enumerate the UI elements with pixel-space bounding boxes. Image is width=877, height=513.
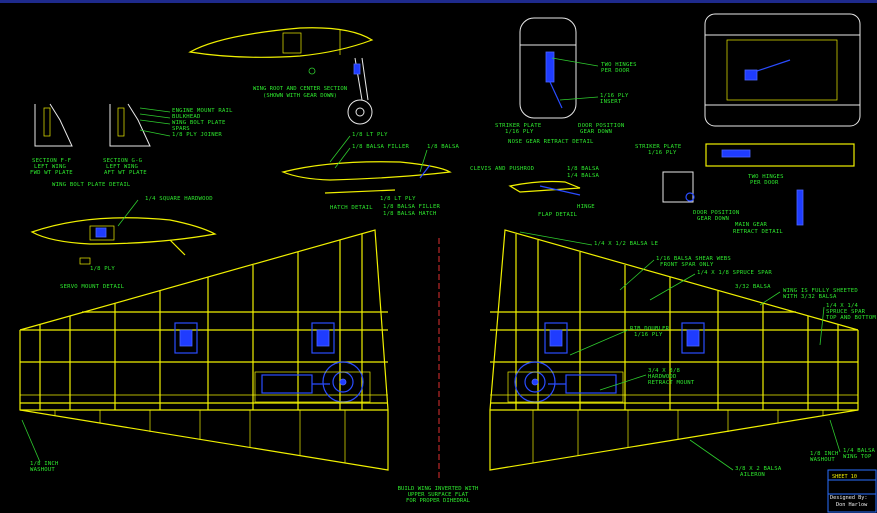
label-group: WING ROOT AND CENTER SECTION (SHOWN WITH… — [30, 62, 876, 504]
svg-text:WING ROOT AND CENTER SECTION: WING ROOT AND CENTER SECTION — [253, 86, 347, 92]
svg-text:PER DOOR: PER DOOR — [750, 180, 779, 186]
svg-text:STRIKER PLATE: STRIKER PLATE — [635, 144, 682, 150]
svg-text:INSERT: INSERT — [600, 99, 622, 105]
left-wing-panel — [19, 229, 389, 471]
svg-text:SECTION G-G: SECTION G-G — [103, 158, 143, 164]
svg-text:LEFT WING: LEFT WING — [106, 164, 139, 170]
svg-text:GEAR DOWN: GEAR DOWN — [697, 216, 729, 222]
svg-text:1/4 BALSA: 1/4 BALSA — [567, 173, 600, 179]
svg-text:BUILD WING INVERTED WITH: BUILD WING INVERTED WITH — [398, 486, 479, 492]
svg-text:1/8 LT PLY: 1/8 LT PLY — [380, 196, 416, 202]
svg-text:3/32 BALSA: 3/32 BALSA — [735, 284, 771, 290]
svg-text:FOR PROPER DIHEDRAL: FOR PROPER DIHEDRAL — [406, 498, 471, 504]
svg-text:1/4 SQUARE HARDWOOD: 1/4 SQUARE HARDWOOD — [145, 196, 213, 202]
svg-text:CLEVIS AND PUSHROD: CLEVIS AND PUSHROD — [470, 166, 535, 172]
svg-text:MAIN GEAR: MAIN GEAR — [735, 222, 768, 228]
right-wing-panel — [489, 229, 859, 471]
svg-text:1/8 BALSA HATCH: 1/8 BALSA HATCH — [383, 211, 437, 217]
svg-text:1/8 PLY JOINER: 1/8 PLY JOINER — [172, 132, 222, 138]
nose-gear-retract-detail — [519, 17, 577, 119]
svg-text:1/4 X 1/4: 1/4 X 1/4 — [826, 303, 859, 309]
svg-text:TWO HINGES: TWO HINGES — [601, 62, 637, 68]
svg-text:1/8 INCH: 1/8 INCH — [30, 461, 59, 467]
svg-text:WING TOP: WING TOP — [843, 454, 872, 460]
svg-text:TOP AND BOTTOM: TOP AND BOTTOM — [826, 315, 876, 321]
svg-text:WING BOLT PLATE DETAIL: WING BOLT PLATE DETAIL — [52, 182, 131, 188]
svg-text:1/16 PLY: 1/16 PLY — [505, 129, 534, 135]
svg-text:SECTION F-F: SECTION F-F — [32, 158, 72, 164]
svg-text:Designed By:: Designed By: — [830, 495, 867, 501]
svg-text:1/8 BALSA FILLER: 1/8 BALSA FILLER — [383, 204, 441, 210]
svg-text:WASHOUT: WASHOUT — [810, 457, 835, 463]
svg-text:WASHOUT: WASHOUT — [30, 467, 55, 473]
svg-text:1/16 PLY: 1/16 PLY — [648, 150, 677, 156]
svg-text:RIB DOUBLER: RIB DOUBLER — [630, 326, 670, 332]
hatch-detail — [281, 161, 452, 194]
svg-text:FLAP DETAIL: FLAP DETAIL — [538, 212, 578, 218]
svg-text:HARDWOOD: HARDWOOD — [648, 374, 677, 380]
window-top-edge — [0, 0, 877, 3]
svg-text:BULKHEAD: BULKHEAD — [172, 114, 201, 120]
svg-text:ENGINE MOUNT RAIL: ENGINE MOUNT RAIL — [172, 108, 233, 114]
svg-text:STRIKER PLATE: STRIKER PLATE — [495, 123, 542, 129]
title-block: SHEET 10 Designed By: Don Harlow — [827, 469, 877, 513]
svg-text:RETRACT MOUNT: RETRACT MOUNT — [648, 380, 695, 386]
svg-text:3/8 X 2 BALSA: 3/8 X 2 BALSA — [735, 466, 782, 472]
svg-text:1/8 PLY: 1/8 PLY — [90, 266, 115, 272]
svg-text:1/4 BALSA: 1/4 BALSA — [843, 448, 876, 454]
svg-text:NOSE GEAR RETRACT DETAIL: NOSE GEAR RETRACT DETAIL — [508, 139, 594, 145]
section-ff-gg-detail — [34, 103, 151, 147]
svg-text:WING BOLT PLATE: WING BOLT PLATE — [172, 120, 226, 126]
svg-text:TWO HINGES: TWO HINGES — [748, 174, 784, 180]
main-gear-retract-detail — [662, 13, 861, 226]
svg-text:AILERON: AILERON — [740, 472, 765, 478]
svg-text:AFT WT PLATE: AFT WT PLATE — [104, 170, 147, 176]
svg-text:3/4 X 3/8: 3/4 X 3/8 — [648, 368, 681, 374]
servo-mount-detail — [30, 217, 217, 265]
svg-text:LEFT WING: LEFT WING — [34, 164, 67, 170]
svg-text:1/4 X 1/2 BALSA LE: 1/4 X 1/2 BALSA LE — [594, 241, 659, 247]
svg-text:1/4 X 1/8 SPRUCE SPAR: 1/4 X 1/8 SPRUCE SPAR — [697, 270, 772, 276]
svg-text:GEAR DOWN: GEAR DOWN — [580, 129, 612, 135]
svg-text:SPRUCE SPAR: SPRUCE SPAR — [826, 309, 866, 315]
svg-text:SERVO MOUNT DETAIL: SERVO MOUNT DETAIL — [60, 284, 125, 290]
svg-text:HINGE: HINGE — [577, 204, 595, 210]
svg-text:1/8 INCH: 1/8 INCH — [810, 451, 839, 457]
svg-text:UPPER SURFACE FLAT: UPPER SURFACE FLAT — [408, 492, 469, 498]
svg-text:DOOR POSITION: DOOR POSITION — [578, 123, 624, 129]
svg-text:WITH 3/32 BALSA: WITH 3/32 BALSA — [783, 294, 837, 300]
svg-text:1/8 BALSA: 1/8 BALSA — [427, 144, 460, 150]
svg-text:RETRACT DETAIL: RETRACT DETAIL — [733, 229, 783, 235]
svg-text:(SHOWN WITH GEAR DOWN): (SHOWN WITH GEAR DOWN) — [263, 93, 337, 99]
svg-text:DOOR POSITION: DOOR POSITION — [693, 210, 739, 216]
svg-text:SPARS: SPARS — [172, 126, 190, 132]
svg-text:1/16 BALSA SHEAR WEBS: 1/16 BALSA SHEAR WEBS — [656, 256, 731, 262]
svg-text:1/16 PLY: 1/16 PLY — [634, 332, 663, 338]
svg-text:Don Harlow: Don Harlow — [836, 502, 868, 508]
svg-text:1/8 BALSA: 1/8 BALSA — [567, 166, 600, 172]
svg-text:1/8 BALSA FILLER: 1/8 BALSA FILLER — [352, 144, 410, 150]
wing-root-section-detail — [188, 27, 374, 125]
svg-text:HATCH DETAIL: HATCH DETAIL — [330, 205, 373, 211]
svg-text:SHEET 10: SHEET 10 — [832, 474, 857, 480]
svg-text:1/16 PLY: 1/16 PLY — [600, 93, 629, 99]
svg-text:FRONT SPAR ONLY: FRONT SPAR ONLY — [660, 262, 714, 268]
leader-lines — [21, 57, 841, 471]
svg-text:WING IS FULLY SHEETED: WING IS FULLY SHEETED — [783, 288, 858, 294]
svg-text:1/8 LT PLY: 1/8 LT PLY — [352, 132, 388, 138]
svg-text:PER DOOR: PER DOOR — [601, 68, 630, 74]
flap-detail — [508, 180, 581, 196]
svg-text:FWD WT PLATE: FWD WT PLATE — [30, 170, 73, 176]
